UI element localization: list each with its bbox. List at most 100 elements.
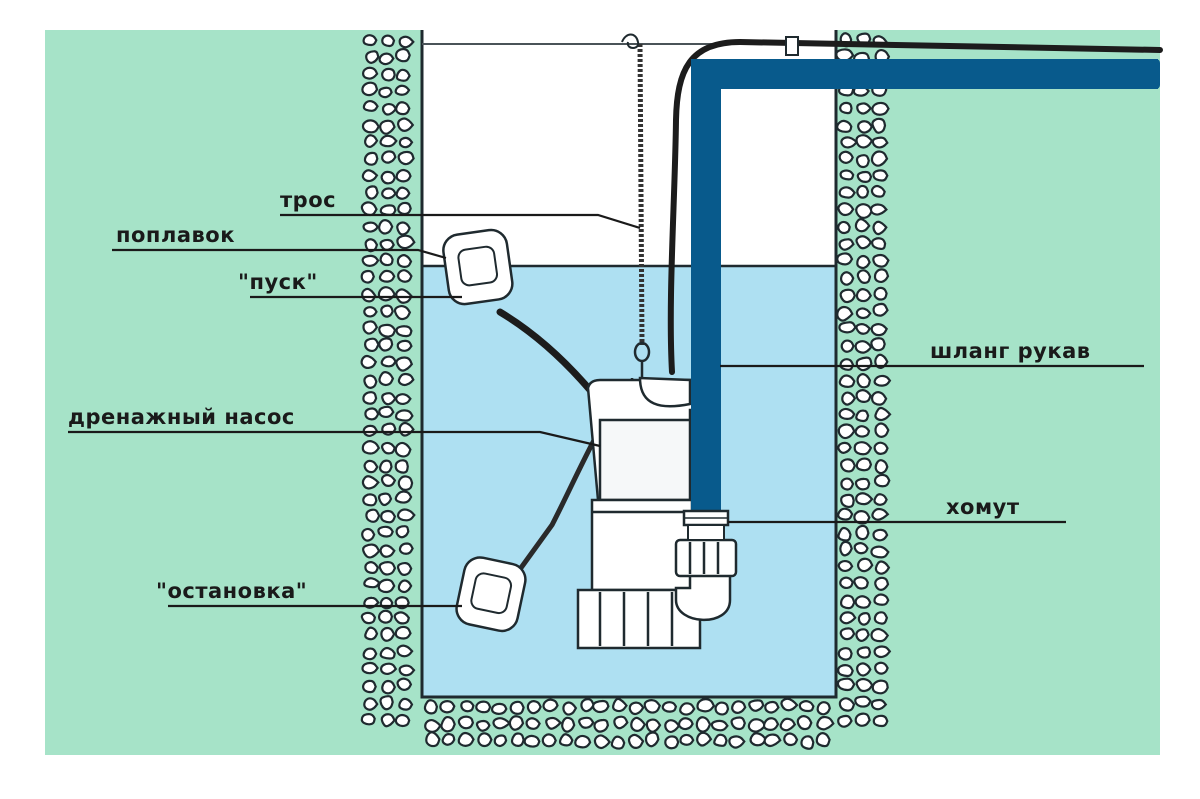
gravel-stone xyxy=(397,372,415,387)
gravel-stone xyxy=(378,561,397,576)
power-cable xyxy=(667,38,1163,375)
gravel-stone xyxy=(379,238,395,251)
gravel-stone xyxy=(593,718,610,733)
gravel-stone xyxy=(630,716,647,732)
gravel-stone xyxy=(380,304,394,318)
gravel-stone xyxy=(796,715,813,731)
gravel-stone xyxy=(379,695,394,711)
gravel-stone xyxy=(397,579,413,594)
gravel-stone xyxy=(396,561,413,577)
gravel-stone xyxy=(362,221,380,233)
gravel-stone xyxy=(854,477,871,491)
label-clamp: хомут xyxy=(946,495,1020,519)
gravel-stone xyxy=(396,254,413,268)
gravel-stone xyxy=(362,320,379,335)
label-hose: шланг рукав xyxy=(930,339,1091,363)
gravel-stone xyxy=(839,271,855,286)
gravel-stone xyxy=(874,576,890,591)
gravel-stone xyxy=(394,490,413,504)
gravel-stone xyxy=(871,117,887,134)
gravel-stone xyxy=(395,325,413,338)
gravel-stone xyxy=(871,507,890,521)
label-float: поплавок xyxy=(116,223,235,247)
gravel-stone xyxy=(613,715,629,730)
gravel-stone xyxy=(378,219,394,235)
gravel-stone xyxy=(679,733,695,746)
gravel-stone xyxy=(395,47,411,63)
gravel-stone xyxy=(872,169,889,182)
gravel-stone xyxy=(394,625,412,640)
gravel-stone xyxy=(816,715,835,731)
gravel-stone xyxy=(855,307,872,320)
gravel-stone xyxy=(394,84,411,96)
label-cable: трос xyxy=(280,188,336,212)
gravel-stone xyxy=(363,577,381,589)
gravel-stone xyxy=(378,86,393,99)
gravel-stone xyxy=(816,701,831,716)
gravel-stone xyxy=(363,151,379,166)
gravel-stone xyxy=(870,627,890,643)
gravel-stone xyxy=(377,609,394,624)
gravel-stone xyxy=(378,52,395,66)
gravel-stone xyxy=(363,306,378,318)
gravel-stone xyxy=(873,645,892,659)
gravel-stone xyxy=(840,339,855,353)
gravel-stone xyxy=(664,735,680,750)
gravel-stone xyxy=(440,715,456,733)
gravel-stone xyxy=(362,99,379,112)
gravel-stone xyxy=(394,713,411,728)
gravel-stone xyxy=(395,393,412,406)
gravel-stone xyxy=(379,252,394,267)
gravel-stone xyxy=(695,716,712,733)
gravel-stone xyxy=(874,406,892,422)
gravel-stone xyxy=(510,732,525,748)
gravel-stone xyxy=(872,714,889,728)
gravel-stone xyxy=(838,150,854,164)
gravel-stone xyxy=(578,716,595,729)
gravel-stone xyxy=(873,441,889,455)
gravel-stone xyxy=(664,719,681,734)
gravel-stone xyxy=(854,695,872,708)
gravel-stone xyxy=(378,269,396,283)
gravel-stone xyxy=(628,701,645,716)
gravel-stone xyxy=(855,492,874,506)
gravel-stone xyxy=(610,735,626,750)
leader-float xyxy=(112,248,447,260)
gravel-stone xyxy=(364,238,379,253)
gravel-stone xyxy=(645,718,662,733)
gravel-stone xyxy=(780,697,799,712)
gravel-stone xyxy=(838,374,856,388)
gravel-stone xyxy=(874,353,889,370)
gravel-stone xyxy=(395,68,411,82)
gravel-stone xyxy=(379,646,396,660)
gravel-stone xyxy=(492,717,512,730)
gravel-stone xyxy=(542,698,559,713)
gravel-stone xyxy=(395,168,412,183)
leader-cable xyxy=(280,213,641,230)
gravel-stone xyxy=(397,269,413,283)
gravel-stone xyxy=(839,169,855,181)
gravel-stone xyxy=(457,715,475,730)
gravel-stone xyxy=(381,150,397,164)
gravel-stone xyxy=(853,441,873,456)
suspension-cable xyxy=(637,43,645,346)
gravel-stone xyxy=(364,407,380,421)
gravel-stone xyxy=(545,716,563,730)
gravel-stone xyxy=(839,576,854,590)
gravel-stone xyxy=(837,423,856,440)
gravel-stone xyxy=(839,288,856,304)
gravel-stone xyxy=(854,340,873,354)
gravel-stone xyxy=(364,134,379,149)
gravel-stone xyxy=(747,718,767,733)
gravel-stone xyxy=(398,697,414,711)
gravel-stone xyxy=(439,700,456,714)
gravel-stone xyxy=(837,526,852,542)
gravel-stone xyxy=(381,67,396,82)
gravel-stone xyxy=(643,699,662,714)
gravel-stone xyxy=(508,715,525,731)
gravel-stone xyxy=(677,717,694,731)
gravel-stone xyxy=(839,358,855,371)
gravel-stone xyxy=(475,719,491,732)
gravel-stone xyxy=(873,493,888,506)
